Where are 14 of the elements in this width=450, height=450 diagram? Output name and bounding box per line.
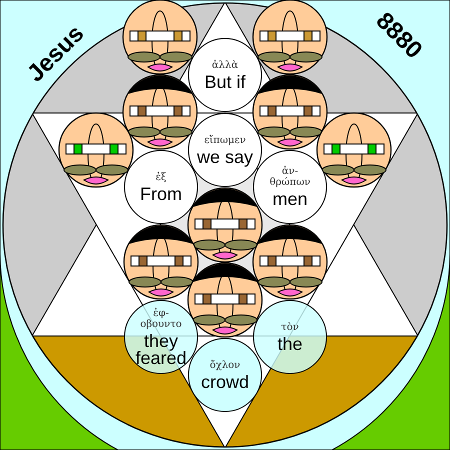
english-word: men (271, 191, 308, 208)
english-word: the (276, 336, 304, 352)
greek-word: ἐφ- οβουντο (139, 308, 183, 330)
greek-word: τὸν (280, 322, 300, 332)
english-word: From (139, 186, 183, 202)
greek-word: ὄχλον (208, 360, 242, 370)
greek-word: ἐξ (154, 172, 168, 182)
english-word: we say (196, 148, 254, 166)
english-word: But if (203, 74, 247, 90)
greek-word: ἀν- θρώπων (268, 166, 312, 188)
greek-word: ἀλλὰ (210, 60, 240, 70)
english-word: they feared (134, 332, 188, 366)
greek-word: εἴπωμεν (203, 134, 247, 146)
english-word: crowd (200, 374, 250, 390)
